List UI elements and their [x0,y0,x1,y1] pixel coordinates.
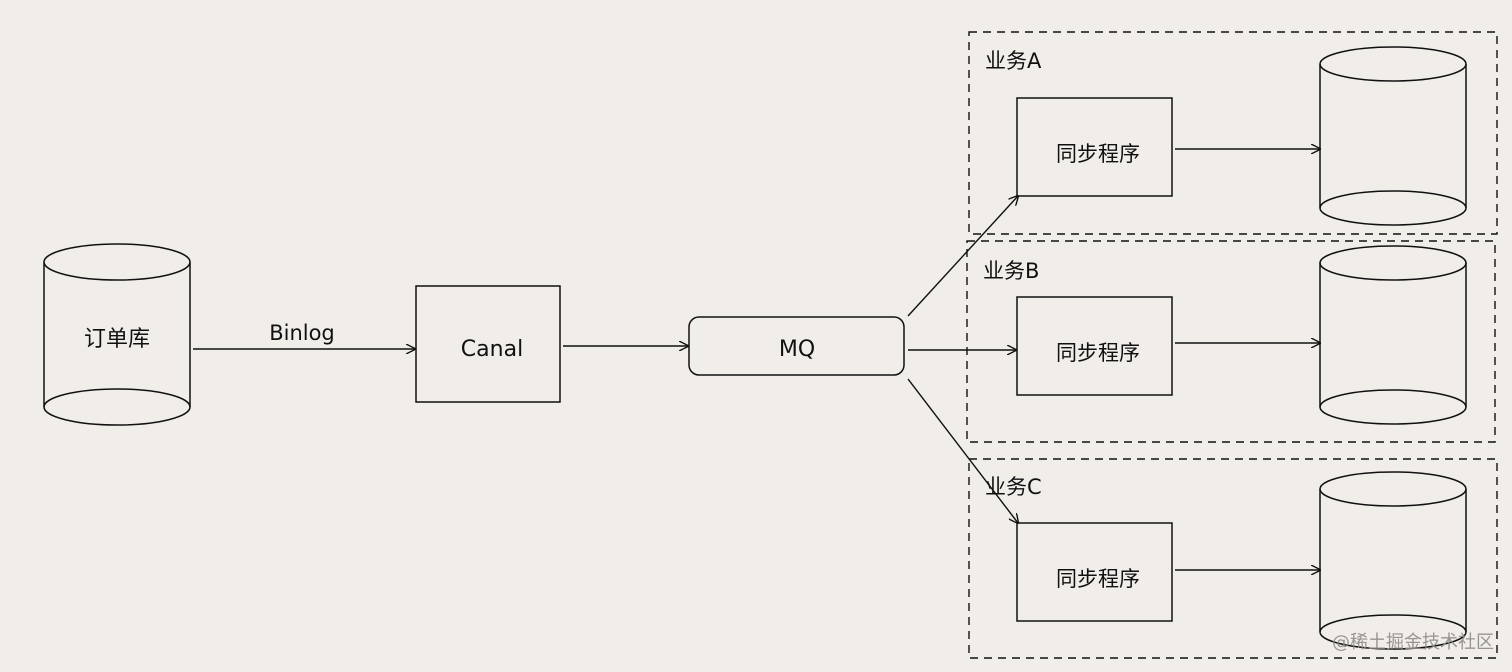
business-group-a-database-body [1319,64,1467,226]
canal-box-rect [415,285,561,403]
canal-box: Canal [415,285,561,403]
source-database: 订单库 [43,243,191,426]
business-group-a-database-bottom-arc [1319,190,1467,209]
business-group-b-border [966,240,1496,443]
mq-to-group-c-arrow [907,378,1018,523]
business-group-a: 业务A 同步程序 [968,31,1498,235]
business-group-b-title: 业务B [983,259,1039,283]
source-database-body [43,262,191,426]
source-database-bottom-arc [43,388,191,408]
canal-label: Canal [461,337,523,362]
business-group-c-sync-label: 同步程序 [1056,567,1140,591]
business-group-a-sync-label: 同步程序 [1056,142,1140,166]
business-group-c-title: 业务C [985,475,1042,499]
business-group-b-sync-label: 同步程序 [1056,341,1140,365]
business-group-b-database-body [1319,263,1467,425]
business-group-b-sync-box [1016,296,1173,396]
business-group-b-database-top [1319,245,1467,281]
business-group-a-title: 业务A [985,49,1042,73]
source-database-label: 订单库 [84,327,150,352]
mq-box-rect [688,316,905,376]
business-group-a-sync-box [1016,97,1173,197]
business-group-c: 业务C 同步程序 [968,458,1498,659]
business-group-c-database-top [1319,471,1467,507]
business-group-c-database-body [1319,489,1467,650]
business-group-a-border [968,31,1498,235]
mq-box: MQ [688,316,905,376]
mq-to-group-a-arrow [907,196,1018,317]
business-group-c-border [968,458,1498,659]
source-database-top [43,243,191,281]
business-group-c-database-bottom-arc [1319,614,1467,633]
mq-label: MQ [779,337,815,362]
business-group-b-database-bottom-arc [1319,389,1467,408]
binlog-label: Binlog [269,321,335,345]
watermark: @稀土掘金技术社区 [1332,632,1494,653]
business-group-a-database-top [1319,46,1467,82]
business-group-b: 业务B 同步程序 [966,240,1496,443]
business-group-c-sync-box [1016,522,1173,622]
